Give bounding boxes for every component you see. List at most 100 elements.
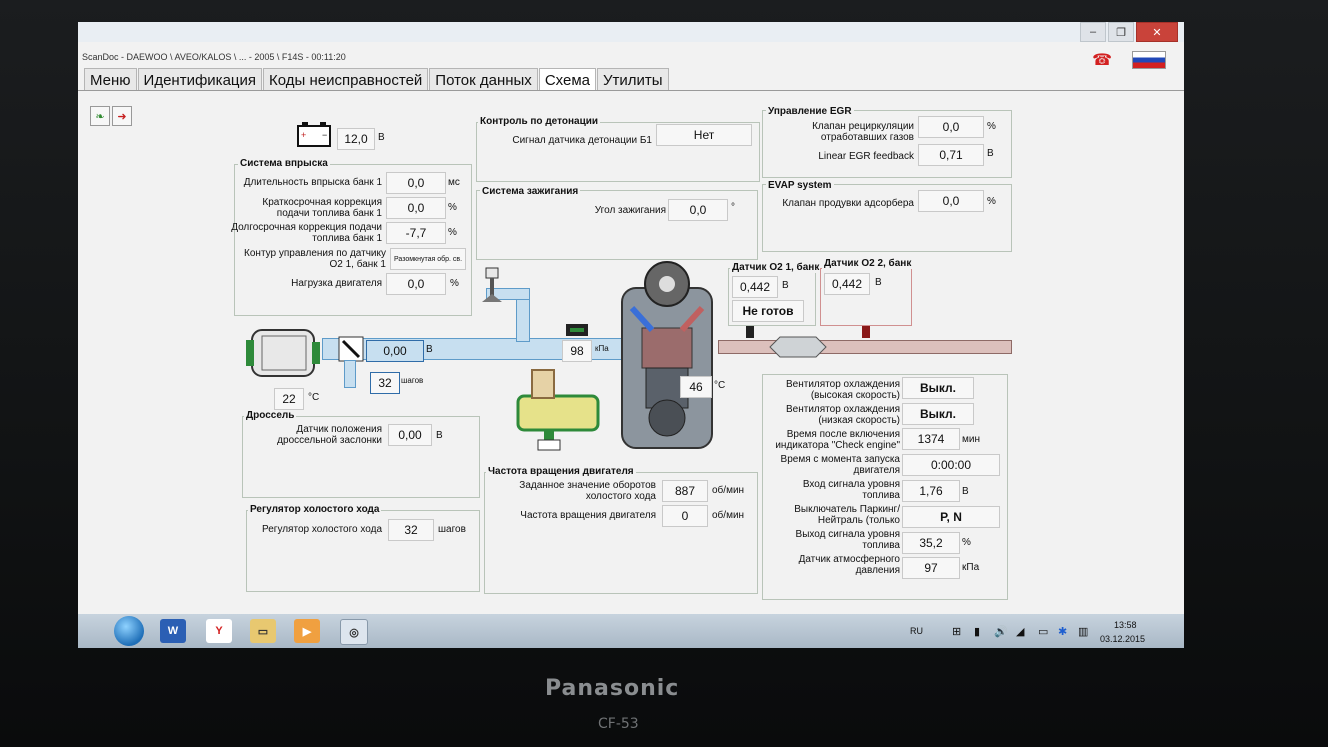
tab-menu[interactable]: Меню	[84, 68, 137, 91]
tab-fault-codes[interactable]: Коды неисправностей	[263, 68, 429, 91]
idle-unit: шагов	[438, 524, 466, 535]
throttle-panel	[242, 416, 480, 498]
injection-duration-unit: мс	[448, 177, 460, 188]
schema-throttle-unit: В	[426, 344, 433, 355]
fuel-tank-icon	[516, 369, 600, 451]
language-indicator[interactable]: RU	[910, 626, 923, 636]
idle-label: Регулятор холостого хода	[262, 524, 382, 535]
clock-time[interactable]: 13:58	[1114, 620, 1137, 630]
fuel-level-in-label: Вход сигнала уровня топлива	[802, 479, 900, 501]
short-trim-value: 0,0	[386, 197, 446, 219]
egr-valve-unit: %	[987, 121, 996, 132]
egr-feedback-value: 0,71	[918, 144, 984, 166]
run-time-label: Время с момента запуска двигателя	[780, 454, 900, 476]
check-engine-time-value: 1374	[902, 428, 960, 450]
fan-low-value: Выкл.	[902, 403, 974, 425]
schema-intake-temp-unit: °C	[308, 392, 320, 403]
word-icon[interactable]: W	[160, 619, 186, 643]
engine-load-unit: %	[450, 278, 459, 289]
check-engine-time-unit: мин	[962, 434, 980, 445]
knock-value: Нет	[656, 124, 752, 146]
tab-data-stream[interactable]: Поток данных	[429, 68, 538, 91]
rpm-panel	[484, 472, 758, 594]
rpm-target-unit: об/мин	[712, 485, 745, 496]
ignition-angle-unit: °	[731, 202, 735, 213]
maximize-icon[interactable]: ❐	[1108, 22, 1134, 42]
phone-icon[interactable]: ☎	[1092, 52, 1112, 69]
short-trim-label: Краткосрочная коррекция подачи топлива б…	[262, 197, 382, 219]
injection-duration-value: 0,0	[386, 172, 446, 194]
o2-sensor-2-title: Датчик O2 2, банк	[822, 258, 914, 269]
o2-sensor-1-title: Датчик O2 1, банк	[730, 262, 822, 273]
schema-iac-unit: шагов	[401, 376, 424, 385]
media-player-icon[interactable]: ▶	[294, 619, 320, 643]
russian-flag-icon[interactable]	[1132, 51, 1166, 69]
o2-sensor-1-status: Не готов	[732, 300, 804, 322]
schema-map-unit: кПа	[595, 344, 609, 353]
o2-sensor-1-probe-icon	[746, 326, 754, 338]
ignition-angle-label: Угол зажигания	[594, 205, 666, 216]
scandoc-icon[interactable]: ◎	[340, 619, 368, 645]
idle-value: 32	[388, 519, 434, 541]
fuel-level-out-label: Выход сигнала уровня топлива	[795, 529, 900, 551]
o2-sensor-1-unit: В	[782, 280, 789, 291]
iac-bypass-pipe	[344, 360, 356, 388]
rpm-target-value: 887	[662, 480, 708, 502]
leaf-icon[interactable]: ❧	[90, 106, 110, 126]
tab-utilities[interactable]: Утилиты	[596, 68, 669, 91]
schema-throttle-value: 0,00	[366, 340, 424, 362]
egr-valve-label: Клапан рециркуляции отработавших газов	[812, 121, 914, 143]
long-trim-label: Долгосрочная коррекция подачи топлива ба…	[231, 222, 382, 244]
idle-title: Регулятор холостого хода	[248, 504, 382, 515]
windows-flag-icon[interactable]: ⊞	[952, 626, 962, 638]
engine-load-value: 0,0	[386, 273, 446, 295]
fuel-level-in-unit: В	[962, 486, 969, 497]
baro-unit: кПа	[962, 562, 980, 573]
evap-purge-unit: %	[987, 196, 996, 207]
intake-top-pipe	[486, 288, 530, 300]
svg-text:−: −	[322, 130, 327, 140]
rpm-actual-value: 0	[662, 505, 708, 527]
injector-valve-icon	[482, 267, 502, 302]
throttle-sensor-value: 0,00	[388, 424, 432, 446]
egr-feedback-label: Linear EGR feedback	[818, 151, 914, 162]
park-neutral-value: P, N	[902, 506, 1000, 528]
evap-purge-label: Клапан продувки адсорбера	[782, 198, 914, 209]
tab-identification[interactable]: Идентификация	[137, 68, 263, 91]
bluetooth-icon[interactable]: ✱	[1058, 626, 1068, 638]
volume-icon[interactable]: 🔊	[994, 626, 1008, 638]
air-filter-icon	[246, 329, 320, 377]
exhaust-pipe	[718, 340, 1012, 354]
close-icon[interactable]: ✕	[1136, 22, 1178, 42]
start-button[interactable]	[114, 616, 144, 646]
minimize-icon[interactable]: –	[1080, 22, 1106, 42]
rpm-target-label: Заданное значение оборотов холостого ход…	[519, 480, 656, 502]
battery-tray-icon[interactable]: ▮	[974, 626, 981, 638]
rpm-actual-unit: об/мин	[712, 510, 745, 521]
tray-icon[interactable]: ▥	[1078, 626, 1089, 638]
main-tabs: Меню Идентификация Коды неисправностей П…	[84, 68, 670, 91]
exit-icon[interactable]: ➜	[112, 106, 132, 126]
tab-divider	[78, 90, 1184, 91]
o2-sensor-2-probe-icon	[862, 326, 870, 338]
laptop-brand: Panasonic	[545, 676, 680, 701]
long-trim-value: -7,7	[386, 222, 446, 244]
screen: – ❐ ✕ ScanDoc - DAEWOO \ AVEO/KALOS \ ..…	[78, 22, 1184, 648]
network-icon[interactable]: ◢	[1016, 626, 1025, 638]
injection-title: Система впрыска	[238, 158, 330, 169]
clock-date[interactable]: 03.12.2015	[1100, 634, 1146, 644]
taskbar: W Y ▭ ▶ ◎ RU ⊞ ▮ 🔊 ◢ ▭ ✱ ▥ 13:58 03.12.2…	[78, 614, 1184, 648]
schema-intake-temp-value: 22	[274, 388, 304, 410]
folder-icon[interactable]: ▭	[250, 619, 276, 643]
short-trim-unit: %	[448, 202, 457, 213]
knock-label: Сигнал датчика детонации Б1	[512, 135, 652, 146]
tab-schema[interactable]: Схема	[538, 68, 596, 91]
o2-sensor-2-unit: В	[875, 277, 882, 288]
egr-feedback-unit: В	[987, 148, 994, 159]
notification-icon[interactable]: ▭	[1038, 626, 1049, 638]
rpm-title: Частота вращения двигателя	[486, 466, 636, 477]
yandex-browser-icon[interactable]: Y	[206, 619, 232, 643]
engine-load-label: Нагрузка двигателя	[291, 278, 382, 289]
long-trim-unit: %	[448, 227, 457, 238]
ignition-title: Система зажигания	[480, 186, 581, 197]
